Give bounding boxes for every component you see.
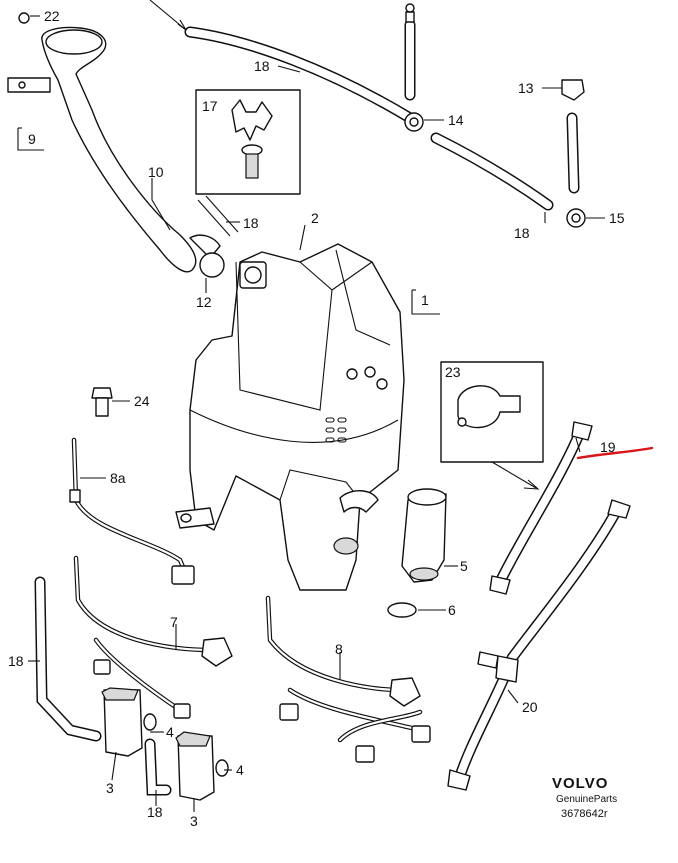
washer-pumps-3 xyxy=(34,576,229,801)
level-sensor-pump-5 xyxy=(387,488,447,618)
callout-24: 24 xyxy=(134,393,150,409)
callout-7: 7 xyxy=(170,614,178,630)
inset-box-17 xyxy=(195,89,301,195)
callout-8a: 8a xyxy=(110,470,126,486)
seal-ring-12-icon xyxy=(199,252,225,278)
callout-18: 18 xyxy=(243,215,259,231)
callout-10: 10 xyxy=(148,164,164,180)
callout-4: 4 xyxy=(166,724,174,740)
brand-logo: VOLVO xyxy=(552,775,608,792)
red-annotation-mark xyxy=(576,446,654,460)
callout-17: 17 xyxy=(202,98,218,114)
callout-1: 1 xyxy=(421,292,429,308)
callout-22: 22 xyxy=(44,8,60,24)
callout-9: 9 xyxy=(28,131,36,147)
callout-4: 4 xyxy=(236,762,244,778)
volvo-branding: VOLVO GenuineParts 3678642r xyxy=(552,775,617,820)
callout-12: 12 xyxy=(196,294,212,310)
callout-3: 3 xyxy=(190,813,198,829)
inset-box-23 xyxy=(440,361,544,490)
callout-8: 8 xyxy=(335,641,343,657)
callout-18: 18 xyxy=(147,804,163,820)
callout-18: 18 xyxy=(514,225,530,241)
washer-reservoir xyxy=(175,243,405,591)
brand-subtitle: GenuineParts xyxy=(556,794,617,805)
callout-14: 14 xyxy=(448,112,464,128)
upper-hose-assembly xyxy=(149,0,586,228)
callout-18: 18 xyxy=(254,58,270,74)
seal-6-icon xyxy=(387,602,417,618)
ref-box-9 xyxy=(17,127,44,151)
hoses-19-20 xyxy=(447,421,631,791)
callout-3: 3 xyxy=(106,780,114,796)
ref-box-1 xyxy=(411,289,440,315)
callout-18: 18 xyxy=(8,653,24,669)
callout-13: 13 xyxy=(518,80,534,96)
callout-5: 5 xyxy=(460,558,468,574)
callout-2: 2 xyxy=(311,210,319,226)
leader-lines xyxy=(28,15,605,812)
callout-23: 23 xyxy=(445,364,461,380)
clip-13-icon xyxy=(561,79,585,101)
callout-labels: 22 18 13 14 9 17 10 15 18 2 18 12 1 23 2… xyxy=(8,8,625,829)
wiring-harnesses xyxy=(69,437,431,763)
bolt-24-icon xyxy=(91,387,113,417)
callout-15: 15 xyxy=(609,210,625,226)
callout-6: 6 xyxy=(448,602,456,618)
filler-neck-assembly xyxy=(7,12,239,278)
callout-20: 20 xyxy=(522,699,538,715)
callout-19: 19 xyxy=(600,439,616,455)
part-number: 3678642r xyxy=(561,808,608,820)
